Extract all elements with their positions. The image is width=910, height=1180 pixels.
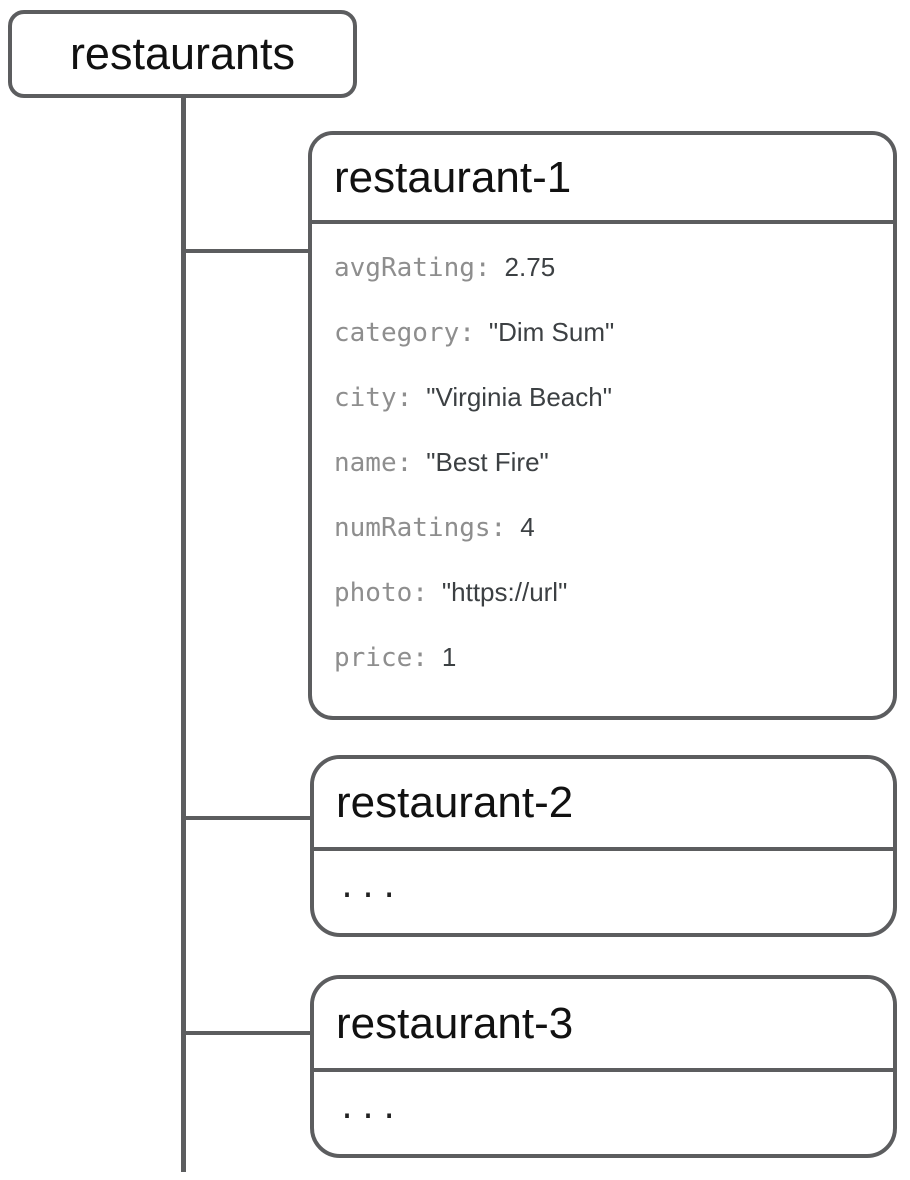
field-value: "https://url" bbox=[441, 577, 568, 607]
ellipsis-text: ... bbox=[338, 1091, 402, 1126]
field-value: "Virginia Beach" bbox=[426, 382, 612, 412]
document-header: restaurant-2 bbox=[314, 759, 893, 851]
field-row: photo: "https://url" bbox=[334, 577, 873, 608]
document-title: restaurant-2 bbox=[336, 778, 574, 827]
field-value: "Best Fire" bbox=[426, 447, 549, 477]
ellipsis-text: ... bbox=[338, 870, 402, 905]
field-key: numRatings: bbox=[334, 513, 507, 543]
field-key: price: bbox=[334, 643, 428, 673]
field-row: category: "Dim Sum" bbox=[334, 317, 873, 348]
field-value: 1 bbox=[441, 642, 457, 672]
document-header: restaurant-1 bbox=[312, 135, 893, 224]
field-key: photo: bbox=[334, 578, 428, 608]
tree-connector-line-2 bbox=[183, 816, 312, 820]
field-row: city: "Virginia Beach" bbox=[334, 382, 873, 413]
document-title: restaurant-1 bbox=[334, 152, 572, 202]
document-card-restaurant-1: restaurant-1 avgRating: 2.75 category: "… bbox=[308, 131, 897, 720]
field-key: city: bbox=[334, 383, 413, 413]
field-value: 4 bbox=[520, 512, 535, 542]
collection-node-restaurants: restaurants bbox=[8, 10, 357, 98]
tree-trunk-line bbox=[181, 96, 186, 1172]
document-card-restaurant-3: restaurant-3 ... bbox=[310, 975, 897, 1158]
tree-connector-line-3 bbox=[183, 1031, 312, 1035]
field-row: name: "Best Fire" bbox=[334, 447, 873, 478]
field-row: avgRating: 2.75 bbox=[334, 252, 873, 283]
document-card-restaurant-2: restaurant-2 ... bbox=[310, 755, 897, 937]
field-row: price: 1 bbox=[334, 642, 873, 673]
field-value: 2.75 bbox=[504, 252, 556, 282]
field-value: "Dim Sum" bbox=[488, 317, 615, 347]
field-key: category: bbox=[334, 318, 475, 348]
field-key: avgRating: bbox=[334, 253, 491, 283]
document-header: restaurant-3 bbox=[314, 979, 893, 1072]
field-key: name: bbox=[334, 448, 413, 478]
document-fields: avgRating: 2.75 category: "Dim Sum" city… bbox=[312, 224, 893, 673]
tree-connector-line-1 bbox=[183, 249, 310, 253]
field-row: numRatings: 4 bbox=[334, 512, 873, 543]
document-title: restaurant-3 bbox=[336, 998, 574, 1048]
collection-label: restaurants bbox=[69, 28, 296, 79]
